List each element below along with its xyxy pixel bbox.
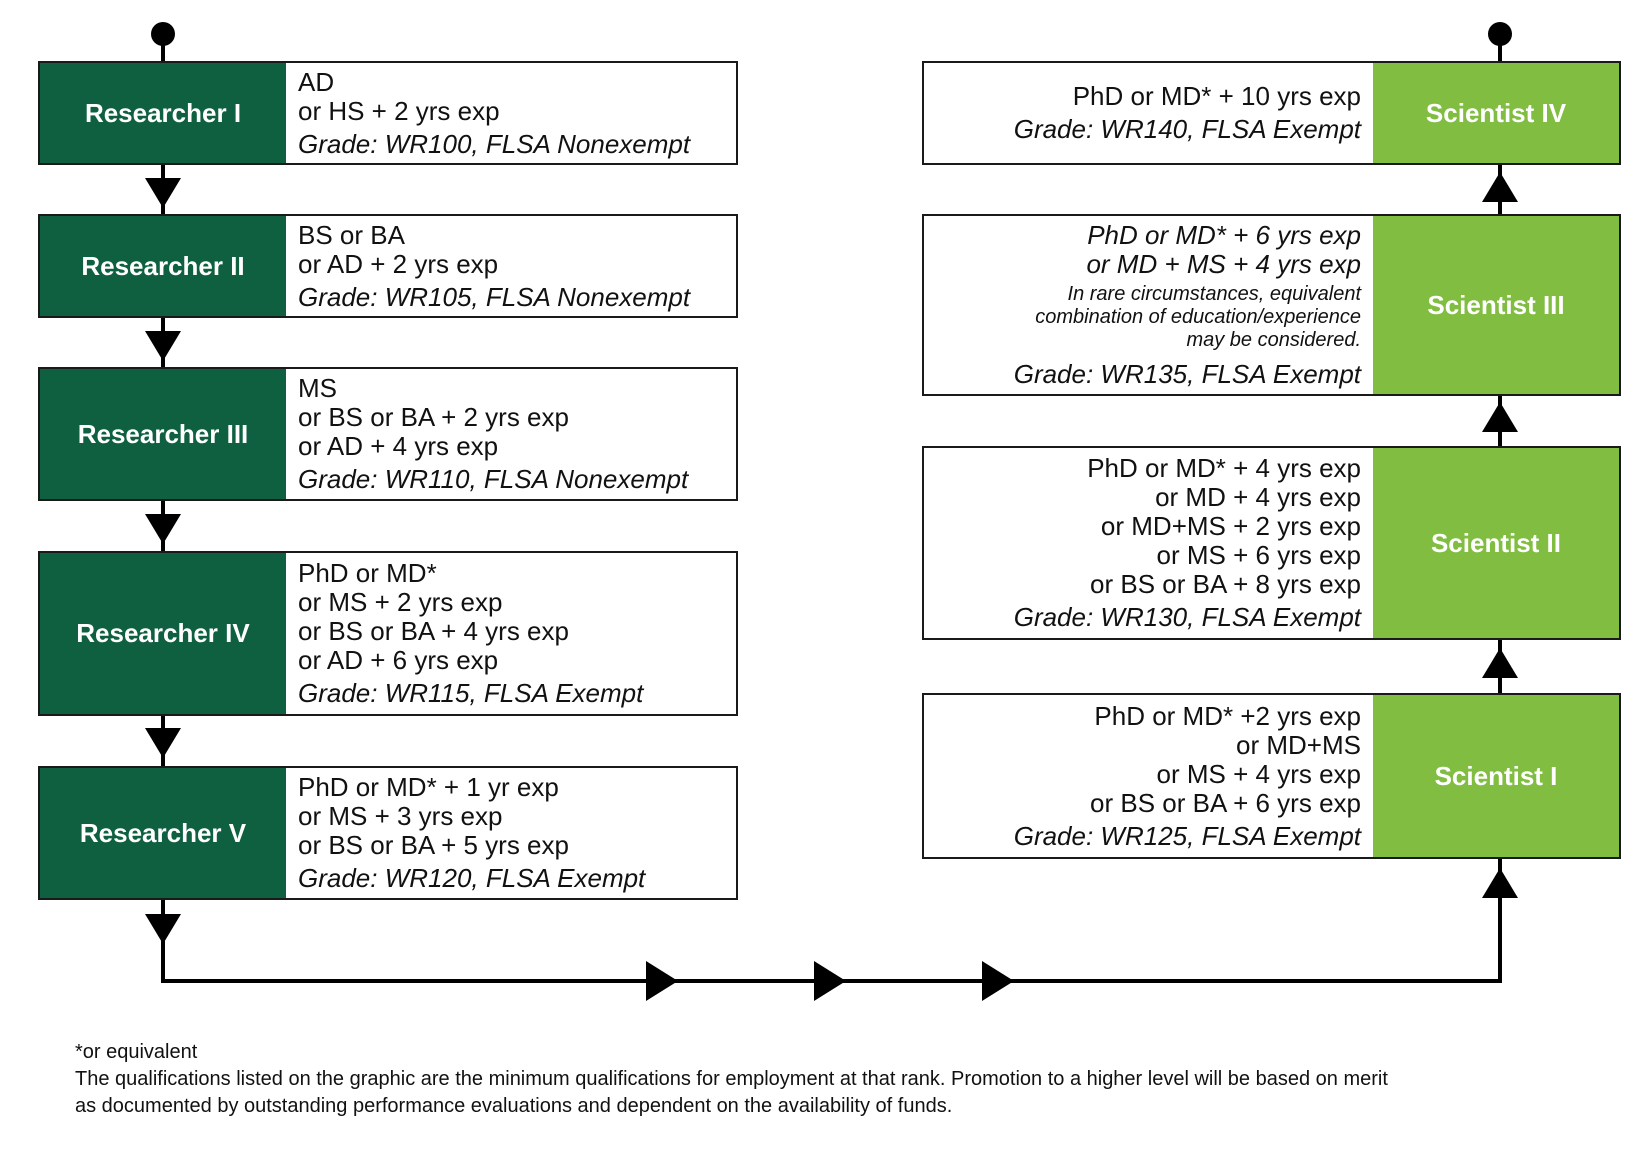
qualification-line: or MS + 6 yrs exp bbox=[1156, 540, 1361, 570]
researcher-4-details: PhD or MD* or MS + 2 yrs exp or BS or BA… bbox=[286, 553, 736, 714]
footnote-equivalent: *or equivalent bbox=[75, 1041, 198, 1063]
qualification-line: or AD + 6 yrs exp bbox=[298, 645, 499, 675]
qualification-line: PhD or MD* + 10 yrs exp bbox=[1072, 81, 1361, 111]
footnote-qualifications-line-1: The qualifications listed on the graphic… bbox=[75, 1068, 1388, 1090]
grade-line: Grade: WR115, FLSA Exempt bbox=[298, 678, 644, 708]
grade-line: Grade: WR105, FLSA Nonexempt bbox=[298, 281, 691, 312]
qualification-line: PhD or MD* +2 yrs exp bbox=[1094, 700, 1361, 731]
scientist-1-details: PhD or MD* +2 yrs exp or MD+MS or MS + 4… bbox=[924, 695, 1373, 857]
qualification-line: PhD or MD* bbox=[298, 558, 437, 588]
scientist-2-title: Scientist II bbox=[1373, 448, 1619, 638]
researcher-3-card: Researcher III MS or BS or BA + 2 yrs ex… bbox=[38, 367, 738, 501]
qualification-line: BS or BA bbox=[298, 219, 405, 250]
qualification-line: or BS or BA + 8 yrs exp bbox=[1090, 569, 1361, 599]
qualification-line: or BS or BA + 6 yrs exp bbox=[1090, 787, 1361, 818]
grade-line: Grade: WR110, FLSA Nonexempt bbox=[298, 464, 689, 494]
qualification-line: PhD or MD* + 1 yr exp bbox=[298, 772, 559, 802]
qualification-line: or MS + 2 yrs exp bbox=[298, 587, 503, 617]
scientist-3-title: Scientist III bbox=[1373, 216, 1619, 394]
qualification-line: AD bbox=[298, 66, 335, 97]
arrow-right-3 bbox=[982, 961, 1014, 1001]
scientist-2-details: PhD or MD* + 4 yrs exp or MD + 4 yrs exp… bbox=[924, 448, 1373, 638]
qualification-line: or BS or BA + 2 yrs exp bbox=[298, 402, 569, 432]
arrow-down-2 bbox=[145, 331, 181, 361]
qualification-line: or MD + 4 yrs exp bbox=[1155, 482, 1361, 512]
arrow-down-4 bbox=[145, 728, 181, 758]
researcher-1-card: Researcher I AD or HS + 2 yrs exp Grade:… bbox=[38, 61, 738, 165]
arrow-down-5 bbox=[145, 914, 181, 944]
scientist-4-card: PhD or MD* + 10 yrs exp Grade: WR140, FL… bbox=[922, 61, 1621, 165]
qualification-line: or MD+MS + 2 yrs exp bbox=[1100, 511, 1361, 541]
researcher-4-title: Researcher IV bbox=[40, 553, 286, 714]
scientist-1-title: Scientist I bbox=[1373, 695, 1619, 857]
scientist-4-details: PhD or MD* + 10 yrs exp Grade: WR140, FL… bbox=[924, 63, 1373, 163]
grade-line: Grade: WR100, FLSA Nonexempt bbox=[298, 128, 691, 159]
end-dot bbox=[1488, 22, 1512, 46]
arrow-up-4 bbox=[1482, 172, 1518, 202]
researcher-2-title: Researcher II bbox=[40, 216, 286, 316]
arrow-up-3 bbox=[1482, 402, 1518, 432]
researcher-2-card: Researcher II BS or BA or AD + 2 yrs exp… bbox=[38, 214, 738, 318]
researcher-4-card: Researcher IV PhD or MD* or MS + 2 yrs e… bbox=[38, 551, 738, 716]
researcher-5-card: Researcher V PhD or MD* + 1 yr exp or MS… bbox=[38, 766, 738, 900]
note-line: may be considered. bbox=[1186, 329, 1361, 351]
equivalency-note: In rare circumstances, equivalent combin… bbox=[934, 283, 1361, 352]
scientist-2-card: PhD or MD* + 4 yrs exp or MD + 4 yrs exp… bbox=[922, 446, 1621, 640]
scientist-3-card: PhD or MD* + 6 yrs exp or MD + MS + 4 yr… bbox=[922, 214, 1621, 396]
grade-line: Grade: WR140, FLSA Exempt bbox=[1013, 114, 1361, 144]
grade-line: Grade: WR125, FLSA Exempt bbox=[1013, 820, 1361, 851]
researcher-1-title: Researcher I bbox=[40, 63, 286, 163]
scientist-1-card: PhD or MD* +2 yrs exp or MD+MS or MS + 4… bbox=[922, 693, 1621, 859]
arrow-down-3 bbox=[145, 514, 181, 544]
scientist-3-details: PhD or MD* + 6 yrs exp or MD + MS + 4 yr… bbox=[924, 216, 1373, 394]
qualification-line: or AD + 2 yrs exp bbox=[298, 248, 499, 279]
grade-line: Grade: WR120, FLSA Exempt bbox=[298, 863, 646, 893]
researcher-1-details: AD or HS + 2 yrs exp Grade: WR100, FLSA … bbox=[286, 63, 736, 163]
qualification-line: or MS + 3 yrs exp bbox=[298, 801, 503, 831]
qualification-line: or BS or BA + 4 yrs exp bbox=[298, 616, 569, 646]
grade-line: Grade: WR135, FLSA Exempt bbox=[1013, 359, 1361, 389]
grade-line: Grade: WR130, FLSA Exempt bbox=[1013, 602, 1361, 632]
scientist-4-title: Scientist IV bbox=[1373, 63, 1619, 163]
qualification-line: or MD+MS bbox=[1236, 729, 1361, 760]
arrow-right-2 bbox=[814, 961, 846, 1001]
researcher-3-title: Researcher III bbox=[40, 369, 286, 499]
qualification-line: PhD or MD* + 6 yrs exp bbox=[1087, 220, 1361, 250]
qualification-line: or BS or BA + 5 yrs exp bbox=[298, 830, 569, 860]
footnote-qualifications-line-2: as documented by outstanding performance… bbox=[75, 1095, 953, 1117]
researcher-2-details: BS or BA or AD + 2 yrs exp Grade: WR105,… bbox=[286, 216, 736, 316]
qualification-line: MS bbox=[298, 373, 337, 403]
qualification-line: or MD + MS + 4 yrs exp bbox=[1086, 249, 1361, 279]
arrow-down-1 bbox=[145, 178, 181, 208]
start-dot bbox=[151, 22, 175, 46]
qualification-line: or MS + 4 yrs exp bbox=[1156, 758, 1361, 789]
qualification-line: or AD + 4 yrs exp bbox=[298, 431, 499, 461]
arrow-up-1 bbox=[1482, 868, 1518, 898]
researcher-3-details: MS or BS or BA + 2 yrs exp or AD + 4 yrs… bbox=[286, 369, 736, 499]
arrow-up-2 bbox=[1482, 648, 1518, 678]
note-line: combination of education/experience bbox=[1035, 306, 1361, 328]
arrow-right-1 bbox=[646, 961, 678, 1001]
note-line: In rare circumstances, equivalent bbox=[1067, 283, 1361, 305]
qualification-line: or HS + 2 yrs exp bbox=[298, 95, 500, 126]
researcher-5-title: Researcher V bbox=[40, 768, 286, 898]
qualification-line: PhD or MD* + 4 yrs exp bbox=[1087, 453, 1361, 483]
researcher-5-details: PhD or MD* + 1 yr exp or MS + 3 yrs exp … bbox=[286, 768, 736, 898]
